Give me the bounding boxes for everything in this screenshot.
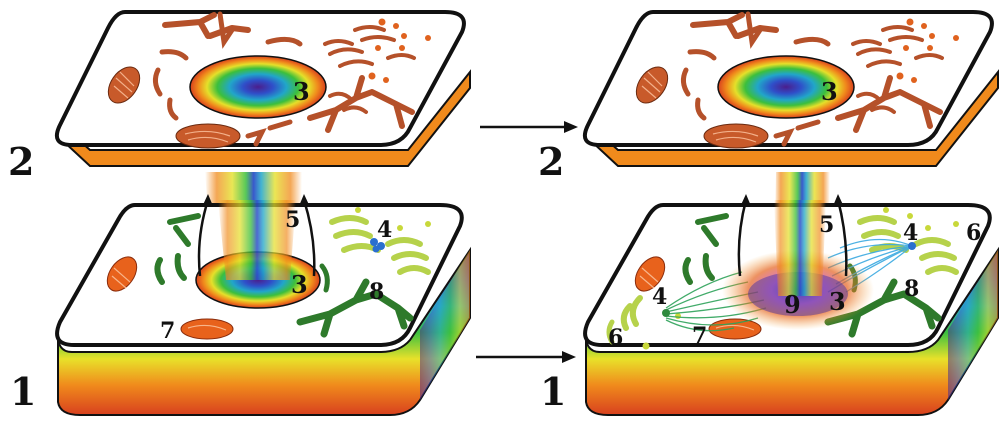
label-cell-1-right: 1 (540, 369, 566, 414)
label-6b: 6 (966, 220, 981, 246)
receiving-cell (57, 12, 470, 166)
label-nucleus-bottom-right: 3 (829, 287, 846, 316)
label-7-right: 7 (692, 323, 707, 349)
label-cell-2: 2 (8, 139, 34, 184)
label-5-right: 5 (819, 212, 834, 238)
label-nucleus-bottom: 3 (291, 270, 308, 299)
label-cell-1: 1 (10, 369, 36, 414)
label-cell-2-right: 2 (538, 139, 564, 184)
label-8: 8 (369, 279, 384, 305)
left-panel: 2 1 3 3 4 5 7 8 (8, 12, 470, 415)
label-6a: 6 (608, 325, 623, 351)
label-4: 4 (377, 217, 392, 243)
label-nucleus-top-right: 3 (821, 77, 838, 106)
label-8-right: 8 (904, 276, 919, 302)
label-9: 9 (784, 290, 801, 319)
label-5: 5 (285, 207, 300, 233)
label-nucleus-top: 3 (293, 77, 310, 106)
label-7: 7 (160, 318, 175, 344)
receiving-cell-right (585, 12, 998, 166)
right-panel: 2 1 3 3 9 4 4 5 6 6 7 8 (538, 12, 998, 415)
label-4b: 4 (903, 220, 918, 246)
label-4a: 4 (652, 284, 667, 310)
